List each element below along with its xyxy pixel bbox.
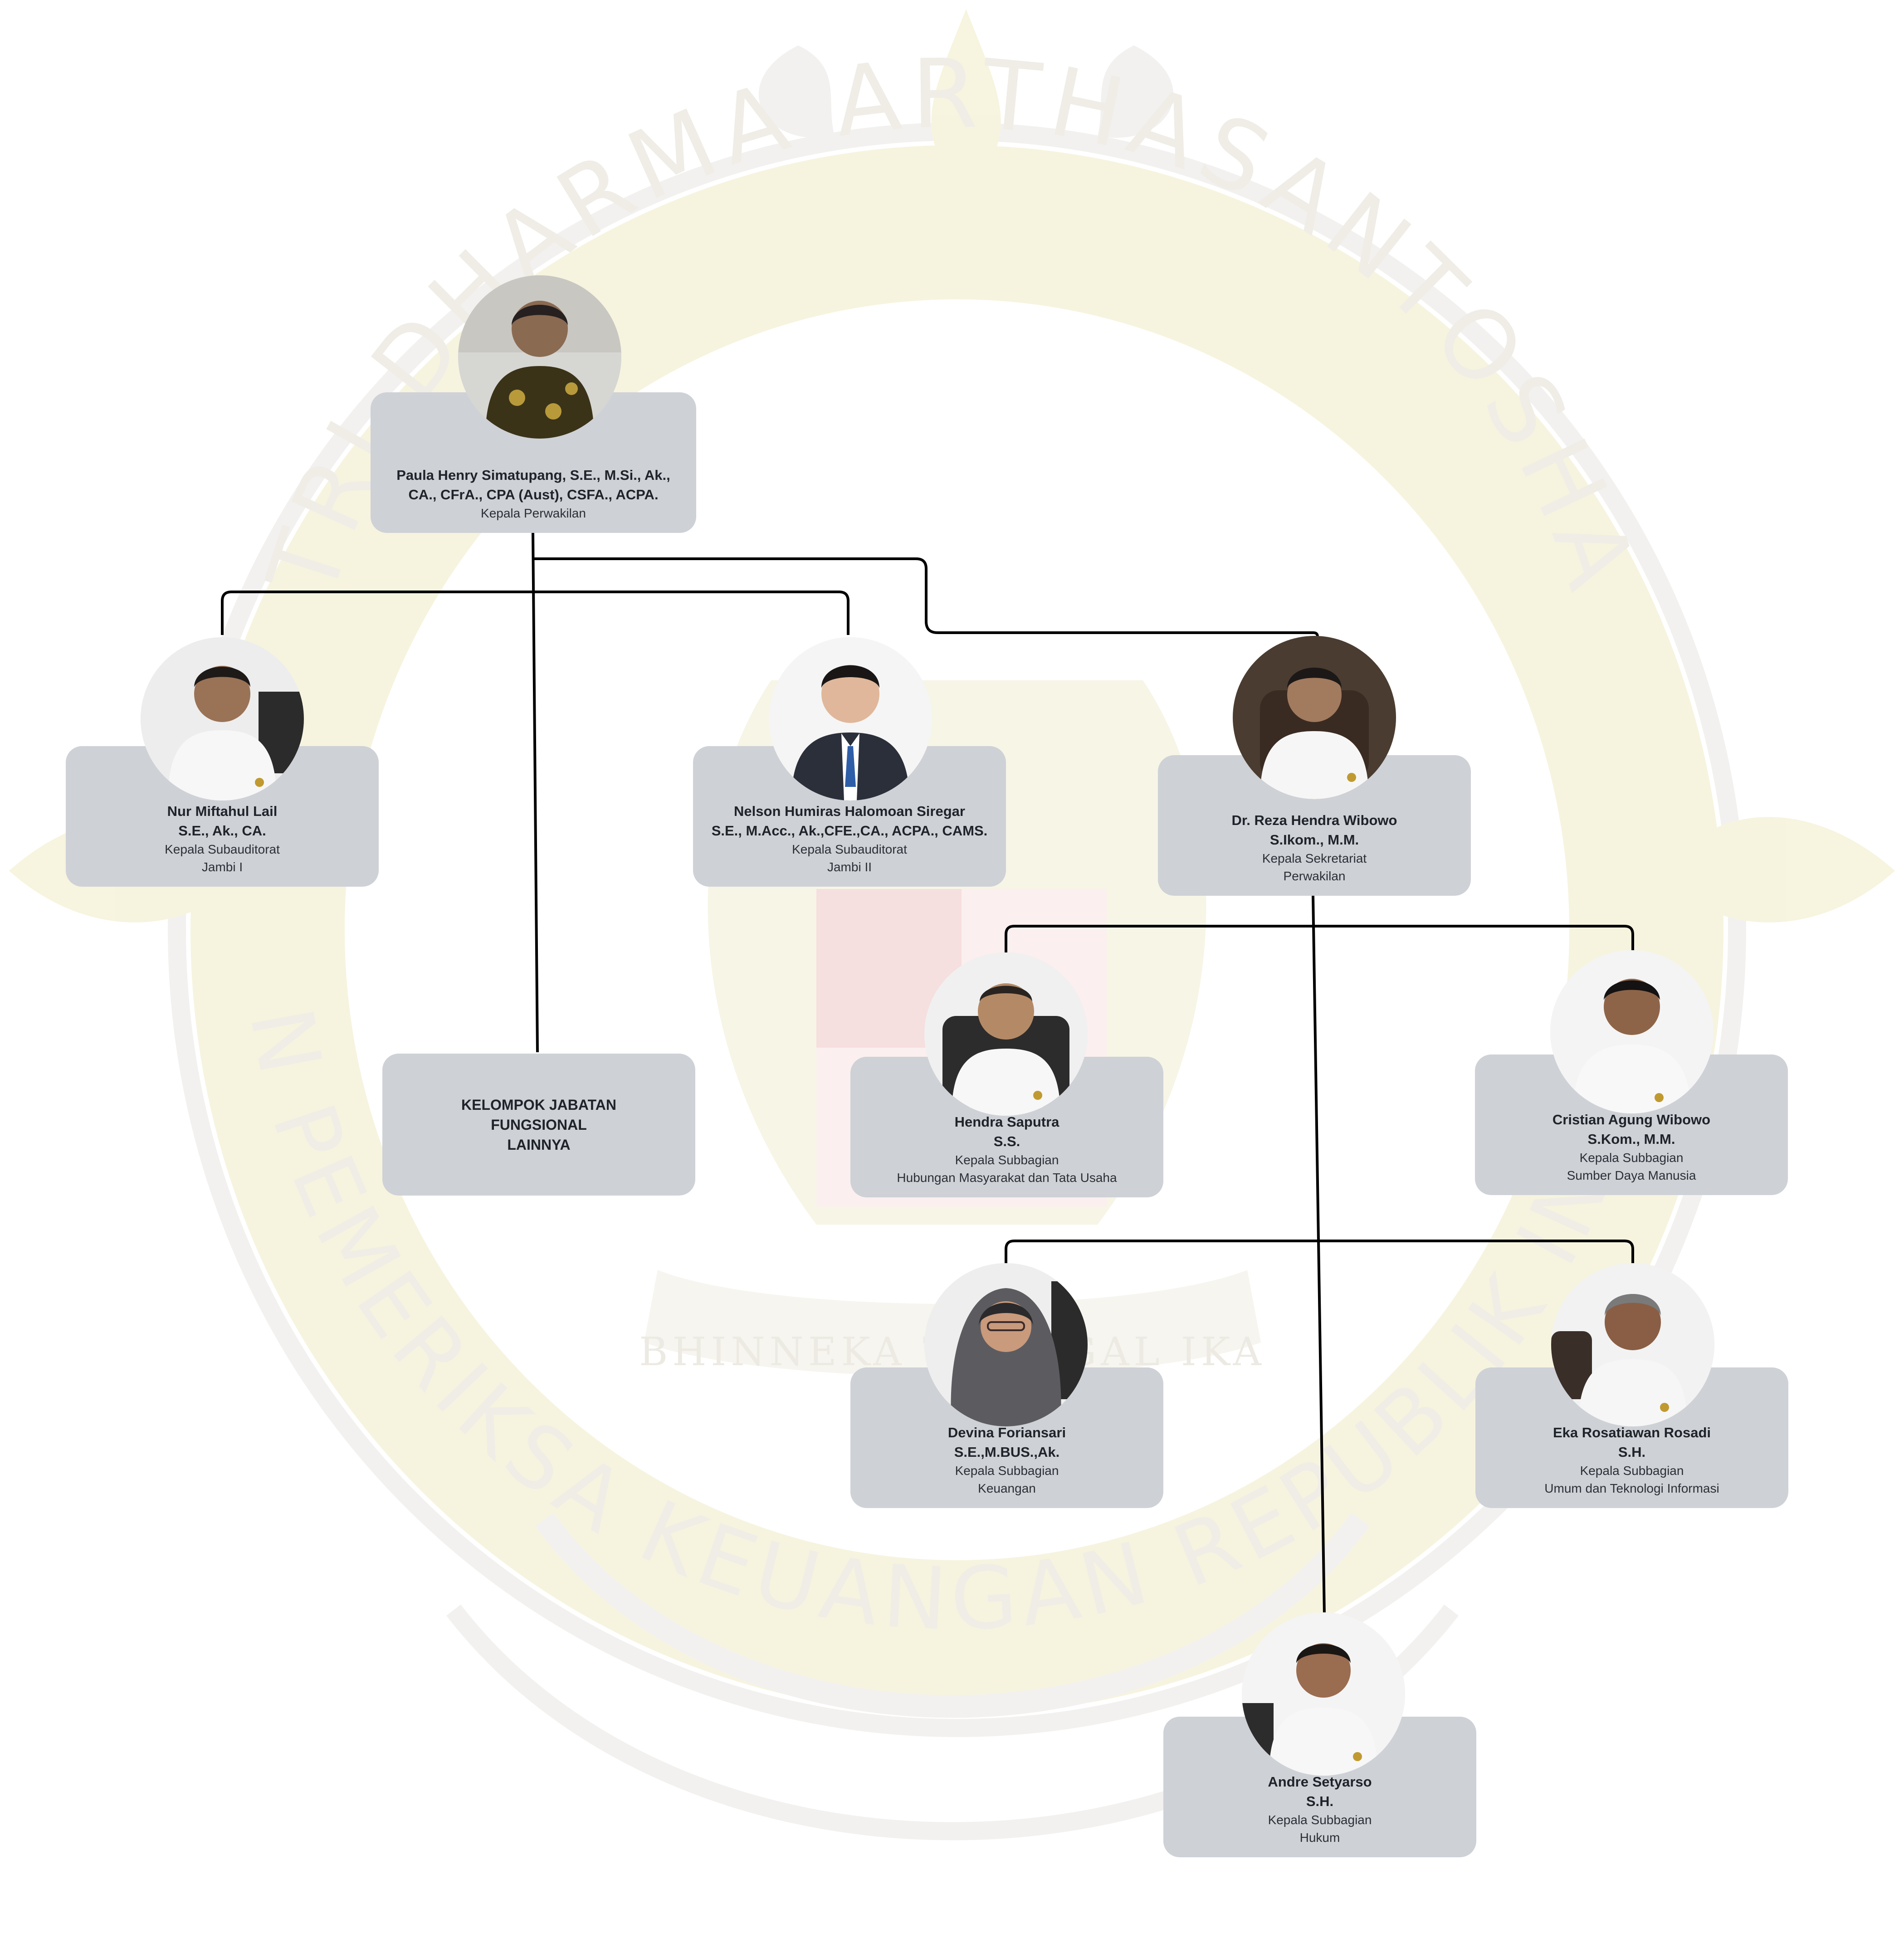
name-line-2: S.Ikom., M.M.: [1269, 832, 1359, 848]
role-line-2: Perwakilan: [1283, 869, 1346, 883]
role-line-1: Kepala Subauditorat: [792, 842, 907, 856]
name-line-1: Hendra Saputra: [954, 1114, 1059, 1130]
role-line-2: Hubungan Masyarakat dan Tata Usaha: [897, 1171, 1117, 1185]
label-line-1: KELOMPOK JABATAN: [461, 1096, 616, 1113]
role-line-1: Kepala Subauditorat: [165, 842, 280, 856]
role-line-2: Umum dan Teknologi Informasi: [1544, 1481, 1719, 1495]
role-line-2: Jambi I: [201, 860, 243, 874]
name-line-1: Nelson Humiras Halomoan Siregar: [734, 803, 965, 819]
card-subbagian-umum: Eka Rosatiawan Rosadi S.H. Kepala Subbag…: [1475, 1367, 1788, 1508]
card-subbagian-humas: Hendra Saputra S.S. Kepala Subbagian Hub…: [850, 1057, 1163, 1197]
role-line-1: Kepala Subbagian: [1268, 1813, 1372, 1827]
portrait-photo: [1551, 1263, 1714, 1426]
name-line-1: Dr. Reza Hendra Wibowo: [1231, 812, 1397, 828]
portrait-photo: [1233, 636, 1396, 799]
name-line-1: Nur Miftahul Lail: [167, 803, 278, 819]
name-line-2: S.Kom., M.M.: [1587, 1131, 1675, 1147]
role-line-1: Kepala Perwakilan: [481, 506, 586, 520]
name-line-2: CA., CFrA., CPA (Aust), CSFA., ACPA.: [408, 487, 659, 503]
name-line-2: S.E., M.Acc., Ak.,CFE.,CA., ACPA., CAMS.: [711, 823, 988, 839]
name-line-2: S.E., Ak., CA.: [178, 823, 266, 839]
role-line-1: Kepala Subbagian: [1580, 1464, 1684, 1478]
label-line-2: FUNGSIONAL: [491, 1116, 587, 1133]
role-line-2: Jambi II: [827, 860, 872, 874]
role-line-2: Keuangan: [978, 1481, 1036, 1495]
portrait-photo: [1550, 950, 1714, 1113]
role-line-1: Kepala Subbagian: [1579, 1151, 1684, 1165]
role-line-2: Hukum: [1299, 1831, 1340, 1845]
name-line-1: Eka Rosatiawan Rosadi: [1552, 1425, 1711, 1440]
portrait-photo: [458, 275, 621, 439]
role-line-1: Kepala Subbagian: [955, 1464, 1059, 1478]
portrait-photo: [924, 952, 1088, 1116]
role-line-2: Sumber Daya Manusia: [1567, 1168, 1696, 1182]
role-line-1: Kepala Sekretariat: [1262, 851, 1367, 865]
portrait-photo: [1242, 1612, 1405, 1776]
name-line-1: Devina Foriansari: [947, 1425, 1066, 1440]
portrait-photo: [141, 637, 304, 801]
portrait-photo: [769, 637, 932, 801]
name-line-1: Andre Setyarso: [1268, 1774, 1372, 1790]
name-line-2: S.E.,M.BUS.,Ak.: [954, 1444, 1060, 1460]
name-line-1: Cristian Agung Wibowo: [1552, 1112, 1711, 1128]
portrait-photo: [924, 1263, 1088, 1426]
name-line-1: Paula Henry Simatupang, S.E., M.Si., Ak.…: [396, 467, 670, 483]
label-line-3: LAINNYA: [507, 1136, 571, 1153]
card-subauditorat-jambi-2: Nelson Humiras Halomoan Siregar S.E., M.…: [693, 746, 1006, 887]
name-line-2: S.S.: [993, 1133, 1020, 1149]
box-kelompok-jabatan-fungsional: KELOMPOK JABATAN FUNGSIONAL LAINNYA: [382, 1054, 695, 1196]
role-line-1: Kepala Subbagian: [955, 1153, 1059, 1167]
name-line-2: S.H.: [1618, 1444, 1646, 1460]
name-line-2: S.H.: [1306, 1793, 1334, 1809]
